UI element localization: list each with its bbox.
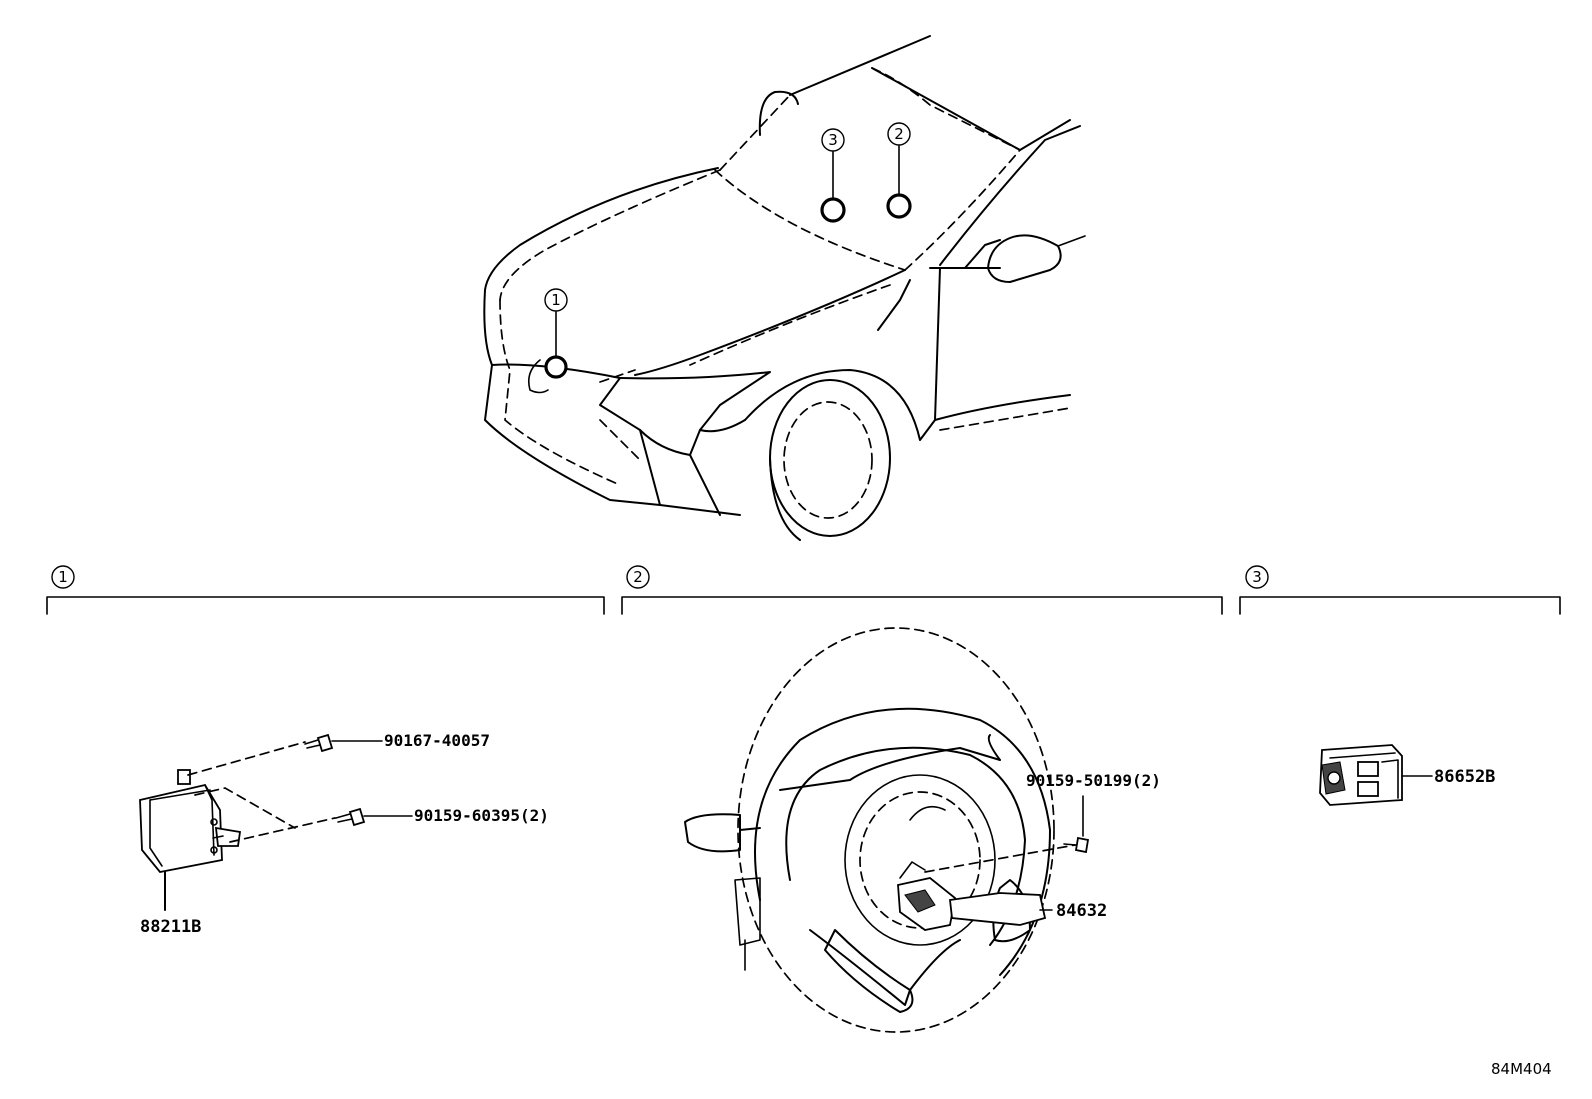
drawing-code: 84M404: [1491, 1060, 1552, 1078]
part-label-90159-60395: 90159-60395(2): [414, 806, 549, 825]
screw-icon: [1063, 836, 1090, 854]
car-overview: [483, 35, 1086, 541]
part-label-86652B: 86652B: [1434, 767, 1495, 787]
bolt-icon: [335, 807, 366, 827]
part-label-84632: 84632: [1056, 901, 1107, 921]
steering-wheel-assembly: [684, 627, 1090, 1033]
section-header-1: 1: [46, 565, 605, 615]
section-header-2: 2: [621, 565, 1223, 615]
part-label-90159-50199: 90159-50199(2): [1026, 771, 1161, 790]
location-marker-2: 2: [886, 122, 912, 219]
marker-number: 2: [894, 125, 904, 143]
marker-number: 3: [828, 131, 838, 149]
section-number: 3: [1252, 568, 1262, 586]
section-header-3: 3: [1239, 565, 1561, 615]
location-marker-1: 1: [544, 288, 568, 379]
camera-sensor-assembly: [1319, 744, 1433, 806]
location-marker-3: 3: [820, 128, 846, 223]
part-label-90167-40057: 90167-40057: [384, 731, 490, 750]
section-number: 2: [633, 568, 643, 586]
bolt-icon: [304, 733, 334, 753]
section-number: 1: [58, 568, 68, 586]
marker-number: 1: [551, 291, 561, 309]
part-label-88211B: 88211B: [140, 917, 201, 937]
radar-sensor-assembly: [139, 733, 413, 911]
